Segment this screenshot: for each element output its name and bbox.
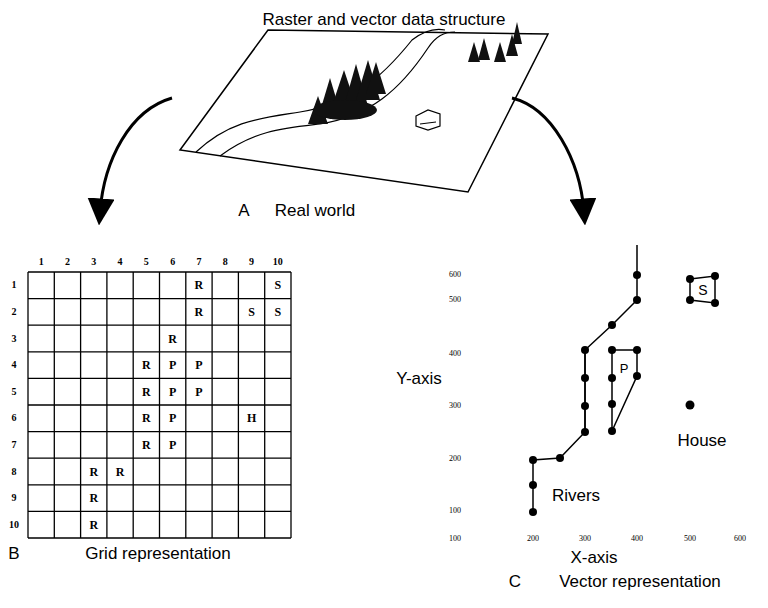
- cell-code: R: [89, 492, 98, 504]
- grid-line: [290, 272, 291, 538]
- tick-label: 300: [579, 535, 591, 543]
- cell-code: R: [116, 466, 125, 478]
- column-number: 9: [249, 257, 254, 267]
- part-letter: A: [238, 202, 249, 219]
- axis-title: X-axis: [570, 549, 617, 566]
- column-number: 8: [223, 257, 228, 267]
- row-number: 9: [12, 493, 17, 503]
- raster-grid: [28, 272, 291, 538]
- row-number: 4: [12, 360, 17, 370]
- grid-line: [28, 484, 291, 485]
- tick-label: 500: [684, 535, 696, 543]
- row-number: 3: [12, 334, 17, 344]
- cell-code: R: [168, 333, 177, 345]
- part-letter: C: [509, 573, 521, 590]
- vertex-points: [529, 271, 719, 516]
- cell-code: S: [275, 306, 282, 318]
- tick-label: 100: [449, 535, 461, 543]
- cell-code: R: [195, 306, 204, 318]
- part-letter: B: [8, 545, 19, 562]
- column-number: 5: [144, 257, 149, 267]
- cell-code: P: [169, 386, 176, 398]
- row-number: 8: [12, 467, 17, 477]
- cell-code: R: [142, 386, 151, 398]
- cell-code: P: [195, 386, 202, 398]
- cell-code: R: [89, 519, 98, 531]
- curved-arrow: [100, 98, 172, 212]
- cell-code: R: [195, 279, 204, 291]
- tick-label: 600: [449, 271, 461, 279]
- row-number: 2: [12, 307, 17, 317]
- grid-line: [211, 272, 212, 538]
- axis-title: Y-axis: [396, 370, 442, 387]
- cell-code: P: [195, 359, 202, 371]
- grid-line: [28, 511, 291, 512]
- grid-line: [238, 272, 239, 538]
- column-number: 3: [91, 257, 96, 267]
- row-number: 5: [12, 387, 17, 397]
- grid-line: [28, 458, 291, 459]
- real-world-illustration: [180, 22, 548, 192]
- grid-line: [28, 537, 291, 538]
- tick-label: 200: [449, 455, 461, 463]
- grid-line: [28, 404, 291, 405]
- row-number: 6: [12, 413, 17, 423]
- tick-label: 100: [449, 507, 461, 515]
- cell-code: P: [169, 439, 176, 451]
- feature-label: P: [620, 362, 629, 375]
- row-number: 7: [12, 440, 17, 450]
- vector-features: [533, 245, 715, 512]
- cell-code: R: [142, 359, 151, 371]
- tick-label: 500: [449, 296, 461, 304]
- grid-line: [264, 272, 265, 538]
- cell-code: P: [169, 359, 176, 371]
- feature-label: House: [677, 432, 726, 449]
- caption: Grid representation: [85, 545, 231, 562]
- cell-code: R: [142, 412, 151, 424]
- title: Raster and vector data structure: [263, 11, 506, 28]
- tick-label: 400: [449, 350, 461, 358]
- cell-code: P: [169, 412, 176, 424]
- cell-code: S: [275, 279, 282, 291]
- column-number: 6: [170, 257, 175, 267]
- grid-line: [185, 272, 186, 538]
- row-number: 1: [12, 280, 17, 290]
- column-number: 1: [39, 257, 44, 267]
- cell-code: H: [247, 412, 256, 424]
- column-number: 10: [273, 257, 283, 267]
- caption: Vector representation: [559, 573, 721, 590]
- column-number: 4: [118, 257, 123, 267]
- cell-code: R: [89, 466, 98, 478]
- column-number: 2: [65, 257, 70, 267]
- column-number: 7: [196, 257, 201, 267]
- cell-code: S: [248, 306, 255, 318]
- tick-label: 200: [527, 535, 539, 543]
- feature-label: Rivers: [552, 487, 600, 504]
- grid-line: [28, 431, 291, 432]
- tick-label: 400: [631, 535, 643, 543]
- caption: Real world: [275, 202, 355, 219]
- cell-code: R: [142, 439, 151, 451]
- tick-label: 300: [449, 402, 461, 410]
- tick-label: 600: [734, 535, 746, 543]
- row-number: 10: [9, 520, 19, 530]
- curved-arrow: [512, 98, 584, 212]
- feature-label: S: [698, 283, 707, 297]
